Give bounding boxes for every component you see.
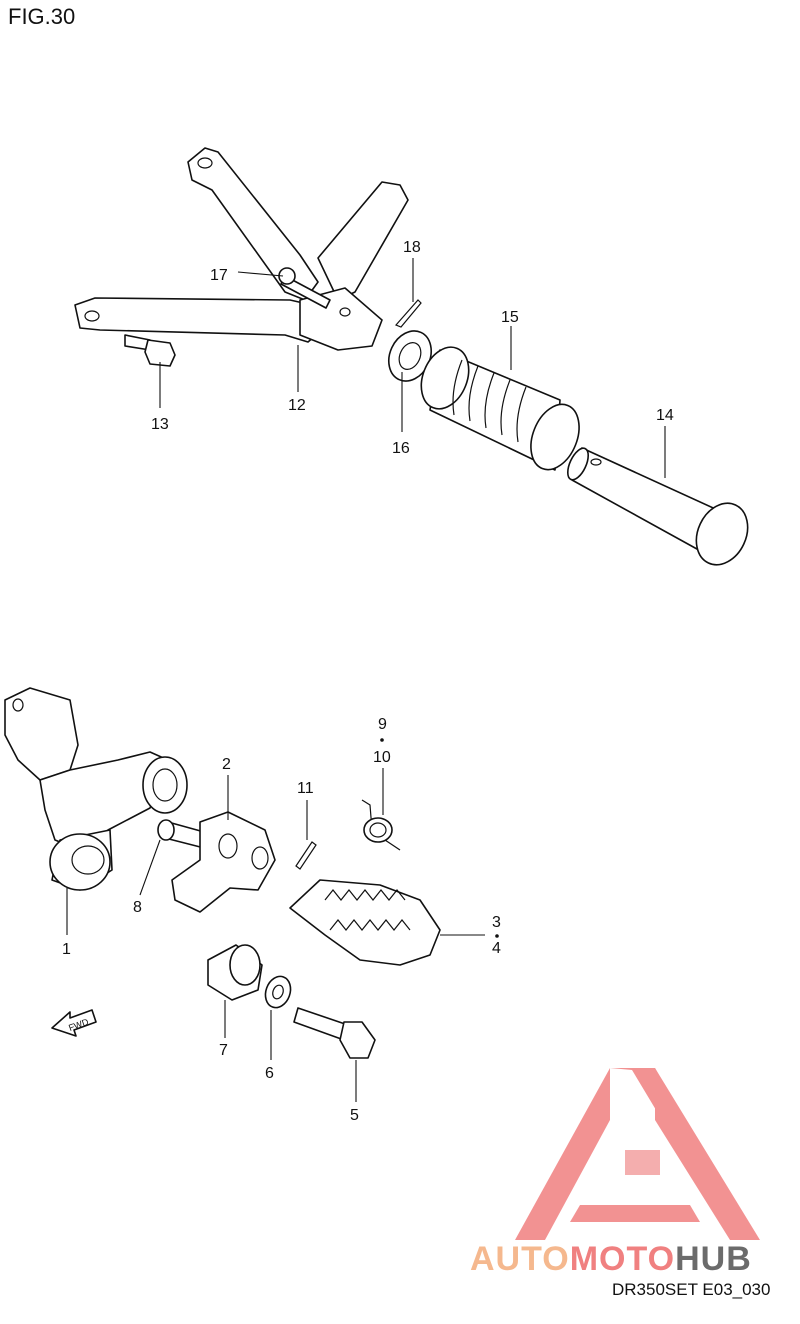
footrest (289, 879, 441, 966)
callout-13: 13 (151, 416, 169, 433)
washer (388, 330, 432, 382)
watermark-logo-text: AUTOMOTOHUB (470, 1240, 752, 1279)
forward-direction-arrow (51, 1009, 97, 1037)
callout-11: 11 (297, 780, 314, 797)
footrest-hinge-bracket (171, 811, 276, 913)
logo-part-hub: HUB (675, 1240, 752, 1278)
callout-9: 9 (378, 716, 387, 733)
callout-8: 8 (133, 899, 142, 916)
figure-code: DR350SET E03_030 (612, 1280, 771, 1299)
footrest-bracket (4, 687, 188, 891)
cotter-pin-lower (295, 841, 317, 870)
footrest-shaft (566, 447, 749, 566)
logo-part-auto: AUTO (470, 1240, 570, 1278)
callout-17: 17 (210, 267, 228, 284)
watermark-logo-icon (515, 1068, 760, 1240)
callout-5: 5 (350, 1107, 359, 1124)
callout-3: 3 (492, 914, 501, 931)
bushing (207, 944, 263, 1001)
pin (278, 267, 331, 309)
callout-14: 14 (656, 407, 674, 424)
logo-part-moto: MOTO (569, 1240, 676, 1278)
bolt-lower (293, 1007, 376, 1059)
footrest-rubber (420, 346, 580, 471)
callout-dot (380, 738, 384, 742)
bolt (124, 334, 176, 367)
cotter-pin (394, 299, 422, 328)
callout-10: 10 (373, 749, 391, 766)
rear-footrest-bracket (74, 147, 409, 351)
callout-12: 12 (288, 397, 306, 414)
callout-1: 1 (62, 941, 71, 958)
figure-title: FIG.30 (8, 4, 76, 29)
leader-lines (66, 258, 666, 1102)
callout-16: 16 (392, 440, 410, 457)
callout-15: 15 (501, 309, 519, 326)
return-spring (361, 799, 401, 851)
callout-6: 6 (265, 1065, 274, 1082)
callout-18: 18 (403, 239, 421, 256)
callout-4: 4 (492, 940, 501, 957)
callout-dot (495, 934, 499, 938)
washer-lower (264, 975, 292, 1009)
callout-2: 2 (222, 756, 231, 773)
callout-7: 7 (219, 1042, 228, 1059)
